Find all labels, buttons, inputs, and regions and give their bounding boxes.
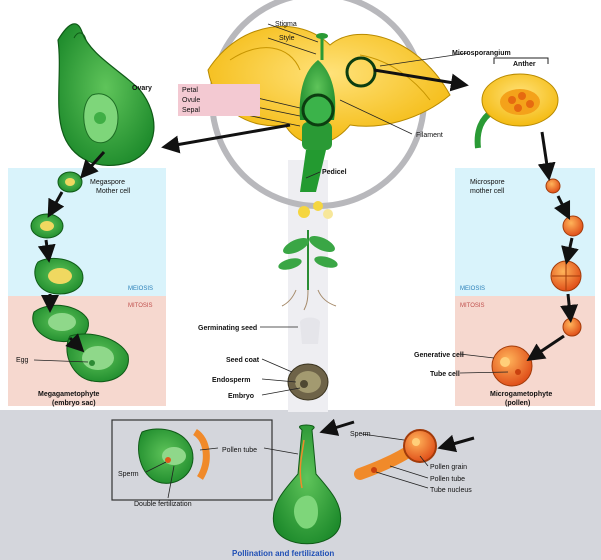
label-petal: Petal <box>182 87 198 94</box>
label-stigma: Stigma <box>275 21 297 28</box>
label-microsporangium: Microsporangium <box>452 50 511 57</box>
label-ovary: Ovary <box>132 85 152 92</box>
label-tube-nucleus: Tube nucleus <box>430 487 472 494</box>
label-pedicel: Pedicel <box>322 169 347 176</box>
ovary-illustration <box>58 24 154 166</box>
label-mitosis-right: MITOSIS <box>460 303 485 309</box>
label-pollen-tube-right: Pollen tube <box>430 476 465 483</box>
label-sperm-right: Sperm <box>350 431 371 438</box>
microspore-step-arrow-3 <box>568 294 570 314</box>
label-tube-cell: Tube cell <box>430 371 460 378</box>
label-meiosis-left: MEIOSIS <box>128 286 153 292</box>
label-meiosis-right: MEIOSIS <box>460 286 485 292</box>
label-mitosis-left: MITOSIS <box>128 303 153 309</box>
label-anther: Anther <box>513 61 536 68</box>
meiosis-band-left <box>8 168 166 296</box>
label-generative-cell: Generative cell <box>414 352 464 359</box>
label-endosperm: Endosperm <box>212 377 251 384</box>
label-style: Style <box>279 35 295 42</box>
label-pollen-tube-left: Pollen tube <box>222 447 257 454</box>
label-pollination-and-fertilization: Pollination and fertilization <box>232 549 334 558</box>
megaspore-step-arrow-2 <box>46 240 48 254</box>
label-double-fertilization: Double fertilization <box>134 501 192 508</box>
label-sperm-left: Sperm <box>118 471 139 478</box>
anther-to-microspore-arrow <box>542 132 548 172</box>
label-embryo: Embryo <box>228 393 254 400</box>
label-seed-coat: Seed coat <box>226 357 260 364</box>
anther-illustration <box>478 58 558 148</box>
flower-to-ovary-arrow <box>170 125 290 146</box>
label-germinating-seed: Germinating seed <box>198 325 257 332</box>
label-pollen-grain: Pollen grain <box>430 464 467 471</box>
label-ovule: Ovule <box>182 97 200 104</box>
leader-line <box>262 359 292 372</box>
label-sepal: Sepal <box>182 107 200 114</box>
label-egg: Egg <box>16 357 29 364</box>
label-filament: Filament <box>416 132 443 139</box>
